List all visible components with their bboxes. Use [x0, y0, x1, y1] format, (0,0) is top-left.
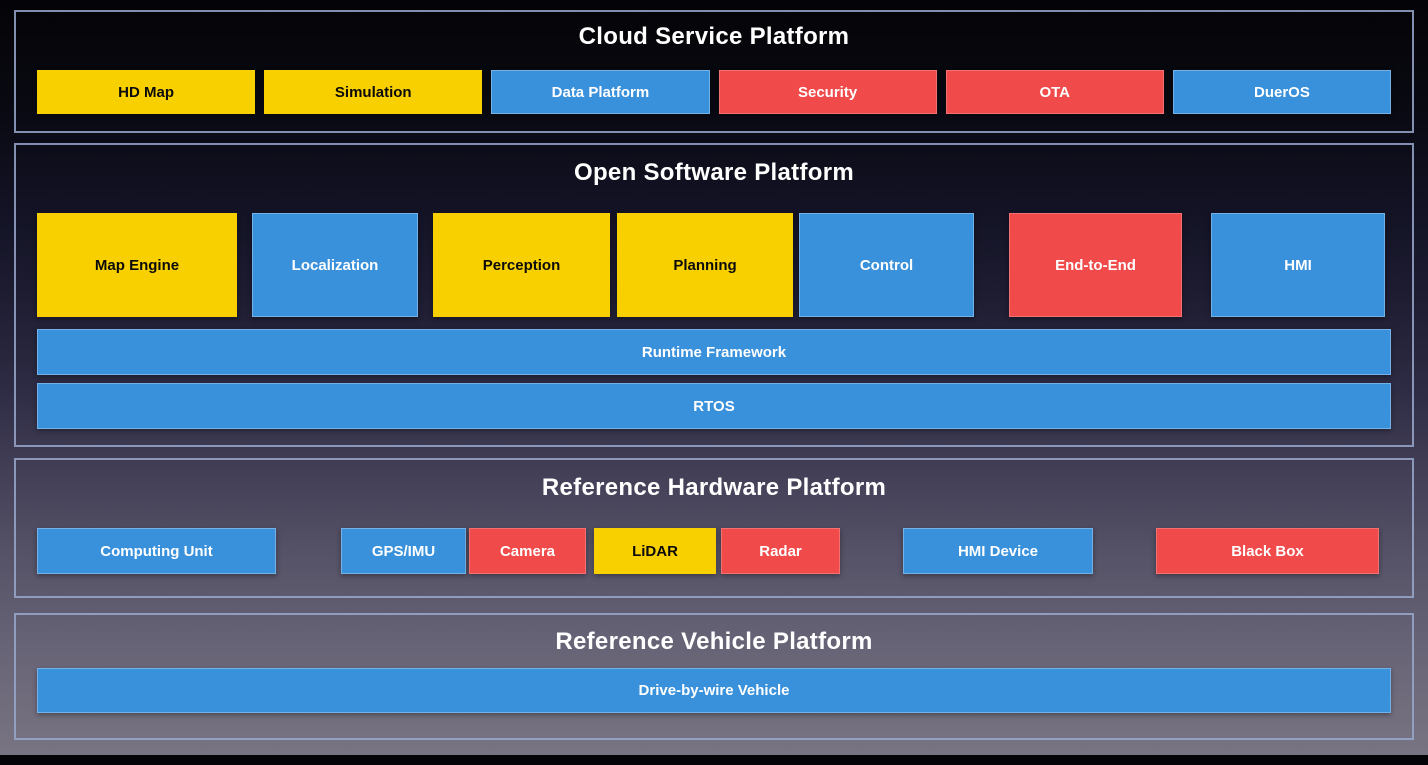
block-hd-map: HD Map [37, 70, 256, 114]
block-black-box: Black Box [1156, 528, 1379, 574]
block-lidar: LiDAR [594, 528, 716, 574]
block-gps-imu: GPS/IMU [341, 528, 466, 574]
block-localization: Localization [252, 213, 418, 317]
section-title-reference-hardware-platform: Reference Hardware Platform [541, 474, 887, 501]
block-computing-unit: Computing Unit [37, 528, 276, 574]
block-hmi: HMI [1211, 213, 1385, 317]
block-drive-by-wire-vehicle: Drive-by-wire Vehicle [37, 668, 1391, 713]
hardware-blocks-row: Computing Unit GPS/IMU Camera LiDAR Rada… [37, 528, 1391, 574]
section-title-reference-vehicle-platform: Reference Vehicle Platform [555, 628, 873, 655]
section-reference-hardware-platform: Reference Hardware Platform Computing Un… [14, 458, 1414, 598]
block-radar: Radar [721, 528, 840, 574]
block-runtime-framework: Runtime Framework [37, 329, 1391, 375]
section-cloud-service-platform: Cloud Service Platform HD Map Simulation… [14, 10, 1414, 133]
block-data-platform: Data Platform [491, 70, 710, 114]
cloud-blocks-row: HD Map Simulation Data Platform Security… [37, 70, 1391, 114]
section-title-open-software-platform: Open Software Platform [574, 159, 854, 186]
section-title-cloud-service-platform: Cloud Service Platform [578, 23, 850, 50]
block-map-engine: Map Engine [37, 213, 237, 317]
block-perception: Perception [433, 213, 610, 317]
block-end-to-end: End-to-End [1009, 213, 1182, 317]
software-blocks-row: Map Engine Localization Perception Plann… [37, 213, 1391, 317]
block-dueros: DuerOS [1172, 70, 1391, 114]
section-open-software-platform: Open Software Platform Map Engine Locali… [14, 143, 1414, 447]
block-simulation: Simulation [264, 70, 483, 114]
block-planning: Planning [617, 213, 793, 317]
block-control: Control [799, 213, 974, 317]
block-ota: OTA [945, 70, 1164, 114]
block-security: Security [718, 70, 937, 114]
block-camera: Camera [469, 528, 586, 574]
section-reference-vehicle-platform: Reference Vehicle Platform Drive-by-wire… [14, 613, 1414, 740]
apollo-architecture-diagram: { "colors": { "yellow": "#F8D000", "blue… [0, 10, 1428, 765]
block-hmi-device: HMI Device [903, 528, 1093, 574]
block-rtos: RTOS [37, 383, 1391, 429]
